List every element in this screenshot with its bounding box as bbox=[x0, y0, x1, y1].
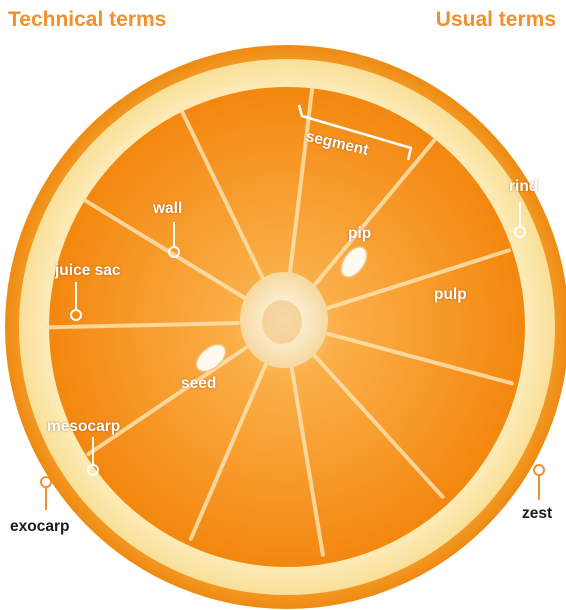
fruit-core bbox=[240, 272, 328, 368]
exocarp-label: exocarp bbox=[10, 518, 69, 536]
mesocarp-label: mesocarp bbox=[47, 418, 120, 436]
zest-label: zest bbox=[522, 505, 552, 523]
pulp-label: pulp bbox=[434, 286, 467, 304]
pip-label: pip bbox=[348, 225, 371, 243]
rind-label: rind bbox=[509, 178, 538, 196]
exocarp-pointer bbox=[41, 477, 51, 510]
wall-label: wall bbox=[153, 200, 182, 218]
juice-sac-label: juice sac bbox=[55, 262, 121, 280]
zest-pointer bbox=[534, 465, 544, 500]
seed-label: seed bbox=[181, 375, 216, 393]
